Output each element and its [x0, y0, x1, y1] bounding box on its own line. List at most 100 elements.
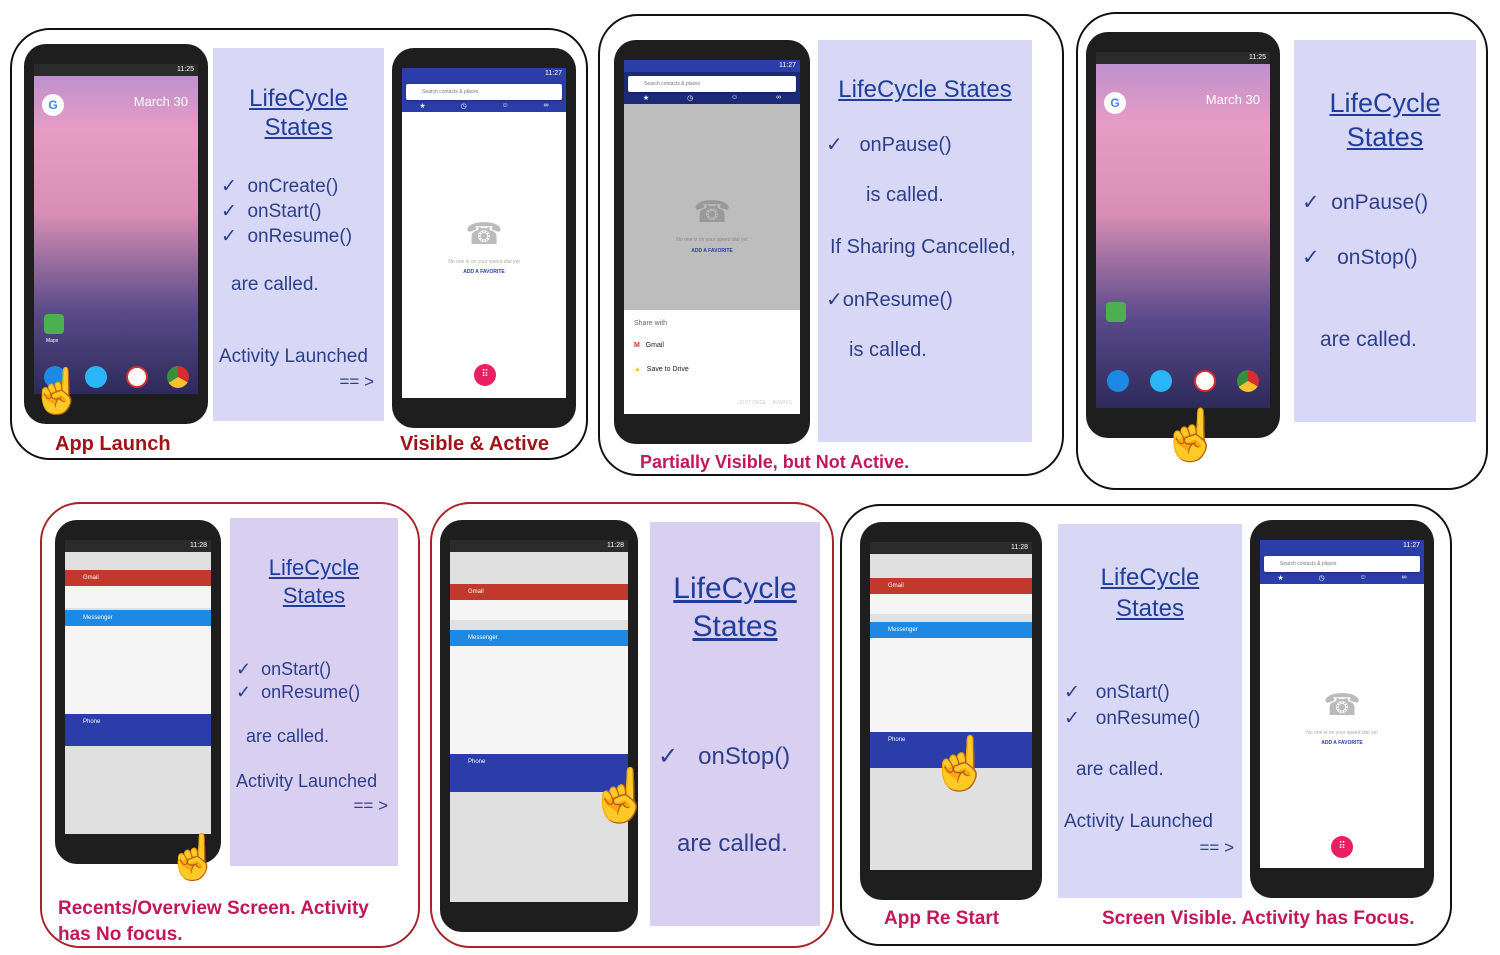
tab-recent[interactable]: ◷ — [1318, 575, 1325, 582]
status-bar: 11:27 — [1260, 540, 1424, 552]
check-icon: ✓ — [221, 201, 237, 222]
callback-onpause: ✓ onPause() — [1302, 191, 1429, 214]
recent-card-gmail[interactable]: Gmail — [65, 570, 211, 608]
tab-voicemail[interactable]: ∞ — [1401, 574, 1407, 581]
callback-onstart: ✓ onStart() — [236, 659, 332, 679]
status-bar: 11:27 — [624, 60, 800, 72]
messages-app-icon[interactable] — [84, 366, 107, 388]
panel-title: LifeCycle States — [838, 76, 1012, 103]
check-icon: ✓ — [658, 743, 679, 770]
lifecycle-panel-pause: LifeCycle States ✓ onPause() is called. … — [818, 40, 1032, 442]
status-bar: 11:28 — [65, 540, 211, 552]
tab-favorites[interactable]: ★ — [1277, 575, 1284, 582]
recent-card-phone[interactable]: Phone — [450, 754, 628, 792]
share-option-drive[interactable]: ▲ Save to Drive — [634, 366, 689, 373]
empty-message: No one is on your speed dial yet — [676, 237, 748, 243]
share-sheet: Share with M Gmail ▲ Save to Drive JUST … — [624, 310, 800, 414]
activity-launched-text: Activity Launched — [236, 771, 378, 791]
status-bar: 11:25 — [34, 64, 198, 76]
tab-contacts[interactable]: ☺ — [501, 102, 509, 109]
callback-onstop: ✓ onStop() — [1302, 246, 1418, 269]
are-called-text: are called. — [677, 830, 788, 857]
add-favorite-link[interactable]: ADD A FAVORITE — [463, 269, 505, 276]
is-called-text: is called. — [866, 184, 944, 206]
pointing-hand-icon: ☝ — [588, 767, 653, 825]
chrome-app-icon[interactable] — [166, 366, 189, 388]
arrow-text: == > — [1199, 838, 1234, 857]
status-bar: 11:27 — [402, 68, 566, 80]
caption-partially-visible: Partially Visible, but Not Active. — [640, 452, 910, 472]
chrome-app-icon[interactable] — [1237, 370, 1260, 392]
recent-card-messenger[interactable]: Messenger — [450, 630, 628, 756]
pointing-hand-icon: ☝ — [928, 735, 993, 793]
callback-onresume: ✓onResume() — [826, 289, 953, 311]
recent-card-gmail[interactable]: Gmail — [450, 584, 628, 620]
recent-card-phone[interactable]: Phone — [65, 714, 211, 746]
phone-app-icon[interactable] — [43, 366, 66, 388]
callback-oncreate: ✓ onCreate() — [221, 176, 339, 197]
add-favorite-link[interactable]: ADD A FAVORITE — [1321, 740, 1363, 747]
google-search-button[interactable]: G — [42, 94, 64, 116]
check-icon: ✓ — [236, 659, 252, 679]
tab-recent[interactable]: ◷ — [460, 103, 467, 110]
recent-card-gmail[interactable]: Gmail — [870, 578, 1032, 614]
status-bar: 11:28 — [450, 540, 628, 552]
check-icon: ✓ — [221, 226, 237, 247]
tab-favorites[interactable]: ★ — [419, 103, 426, 110]
phone-app-icon[interactable] — [1106, 370, 1129, 392]
gmail-app-icon[interactable] — [1193, 370, 1216, 392]
recent-card-messenger[interactable]: Messenger — [870, 622, 1032, 734]
home-date: March 30 — [1205, 92, 1260, 107]
home-date: March 30 — [133, 94, 188, 109]
scenario-share-dialog — [598, 14, 1064, 476]
pointing-hand-icon: ☝ — [30, 367, 85, 416]
dialpad-button[interactable]: ⠿ — [474, 364, 496, 386]
tab-voicemail[interactable]: ∞ — [543, 102, 549, 109]
maps-app-icon[interactable] — [44, 314, 64, 334]
callback-onresume: ✓ onResume() — [221, 226, 353, 247]
phone-share: 11:27 Search contacts & places ★◷☺∞ ☎ No… — [614, 40, 810, 444]
phone-recents: 11:28 Gmail Messenger Phone ◀●■ — [55, 520, 221, 864]
status-bar: 11:28 — [870, 542, 1032, 554]
pointing-hand-icon: ☝ — [1160, 407, 1223, 463]
are-called-text: are called. — [1320, 328, 1417, 351]
search-input[interactable]: Search contacts & places — [1264, 556, 1420, 572]
dialpad-button[interactable]: ⠿ — [1331, 836, 1353, 858]
callback-onstart: ✓ onStart() — [221, 201, 322, 222]
always-button[interactable]: ALWAYS — [772, 400, 792, 406]
dock — [34, 366, 198, 388]
gmail-app-icon[interactable] — [125, 366, 148, 388]
phone-recents: 11:28 Gmail Messenger Phone ◀●■ — [440, 520, 638, 932]
scenario-recents-stop — [430, 502, 834, 948]
recent-card-messenger[interactable]: Messenger — [65, 610, 211, 714]
are-called-text: are called. — [1076, 759, 1164, 780]
share-option-gmail[interactable]: M Gmail — [634, 342, 664, 349]
tab-contacts[interactable]: ☺ — [1359, 574, 1367, 581]
just-once-button[interactable]: JUST ONCE — [738, 400, 767, 406]
search-input[interactable]: Search contacts & places — [406, 84, 562, 100]
maps-app-icon[interactable] — [1106, 302, 1126, 322]
caption-app-launch: App Launch — [55, 433, 171, 455]
google-search-button[interactable]: G — [1104, 92, 1126, 114]
add-favorite-link: ADD A FAVORITE — [691, 247, 733, 254]
check-icon: ✓ — [826, 289, 843, 311]
phone-home: 11:25 G March 30 ◀●■ — [1086, 32, 1280, 438]
arrow-text: == > — [339, 372, 374, 391]
check-icon: ✓ — [1302, 246, 1320, 269]
scenario-home-pressed — [1076, 12, 1488, 490]
callback-onstop: ✓ onStop() — [658, 743, 791, 770]
search-input: Search contacts & places — [628, 76, 796, 92]
callback-onstart: ✓ onStart() — [1064, 682, 1170, 703]
recent-card-phone[interactable]: Phone — [870, 732, 1032, 768]
caption-visible-active: Visible & Active — [400, 433, 549, 455]
are-called-text: are called. — [231, 274, 319, 295]
phone-recents: 11:28 Gmail Messenger Phone ◀●■ — [860, 522, 1042, 900]
scenario-recents — [40, 502, 420, 948]
empty-message: No one is on your speed dial yet — [1306, 730, 1378, 737]
messages-app-icon[interactable] — [1150, 370, 1173, 392]
